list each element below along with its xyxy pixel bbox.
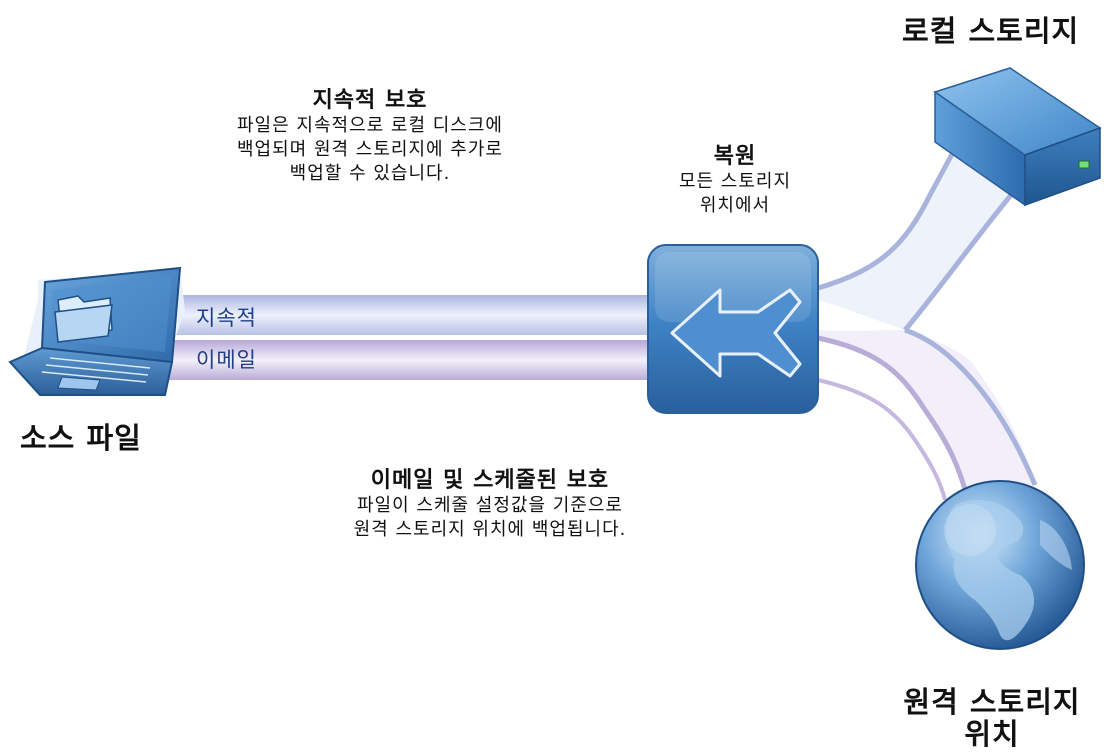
local-storage-drive-icon xyxy=(933,67,1102,207)
restore-arrow-icon xyxy=(647,244,819,414)
continuous-stream-band xyxy=(150,295,660,335)
email-stream-band xyxy=(150,340,660,380)
continuous-protection-line: 파일은 지속적으로 로컬 디스크에 xyxy=(236,115,503,136)
scheduled-protection-block: 이메일 및 스케줄된 보호 파일이 스케줄 설정값을 기준으로 원격 스토리지 … xyxy=(290,462,690,542)
source-files-label: 소스 파일 xyxy=(20,421,142,455)
continuous-protection-desc: 파일은 지속적으로 로컬 디스크에 백업되며 원격 스토리지에 추가로 백업할 … xyxy=(170,114,570,186)
restore-line: 위치에서 xyxy=(699,195,771,216)
remote-storage-label: 원격 스토리지 위치 xyxy=(880,686,1104,750)
scheduled-protection-title: 이메일 및 스케줄된 보호 xyxy=(370,468,610,493)
restore-line: 모든 스토리지 xyxy=(678,171,792,192)
local-branch-band xyxy=(818,130,1025,330)
scheduled-protection-desc: 파일이 스케줄 설정값을 기준으로 원격 스토리지 위치에 백업됩니다. xyxy=(290,494,690,542)
stream-label-email: 이메일 xyxy=(196,348,257,372)
remote-storage-line: 위치 xyxy=(964,717,1020,751)
remote-storage-line: 원격 스토리지 xyxy=(903,685,1081,719)
continuous-protection-block: 지속적 보호 파일은 지속적으로 로컬 디스크에 백업되며 원격 스토리지에 추… xyxy=(170,82,570,186)
laptop-folder-icon xyxy=(8,266,185,396)
stream-label-continuous: 지속적 xyxy=(196,306,257,330)
restore-block: 복원 모든 스토리지 위치에서 xyxy=(630,138,840,218)
continuous-protection-line: 백업할 수 있습니다. xyxy=(289,163,451,184)
scheduled-protection-line: 원격 스토리지 위치에 백업됩니다. xyxy=(353,519,627,540)
remote-branch-band xyxy=(818,330,1035,500)
scheduled-protection-line: 파일이 스케줄 설정값을 기준으로 xyxy=(356,495,623,516)
continuous-protection-title: 지속적 보호 xyxy=(312,88,428,113)
continuous-protection-line: 백업되며 원격 스토리지에 추가로 xyxy=(236,139,503,160)
restore-desc: 모든 스토리지 위치에서 xyxy=(630,170,840,218)
local-storage-label: 로컬 스토리지 xyxy=(902,14,1080,48)
globe-icon xyxy=(915,480,1085,650)
restore-title: 복원 xyxy=(713,144,757,169)
